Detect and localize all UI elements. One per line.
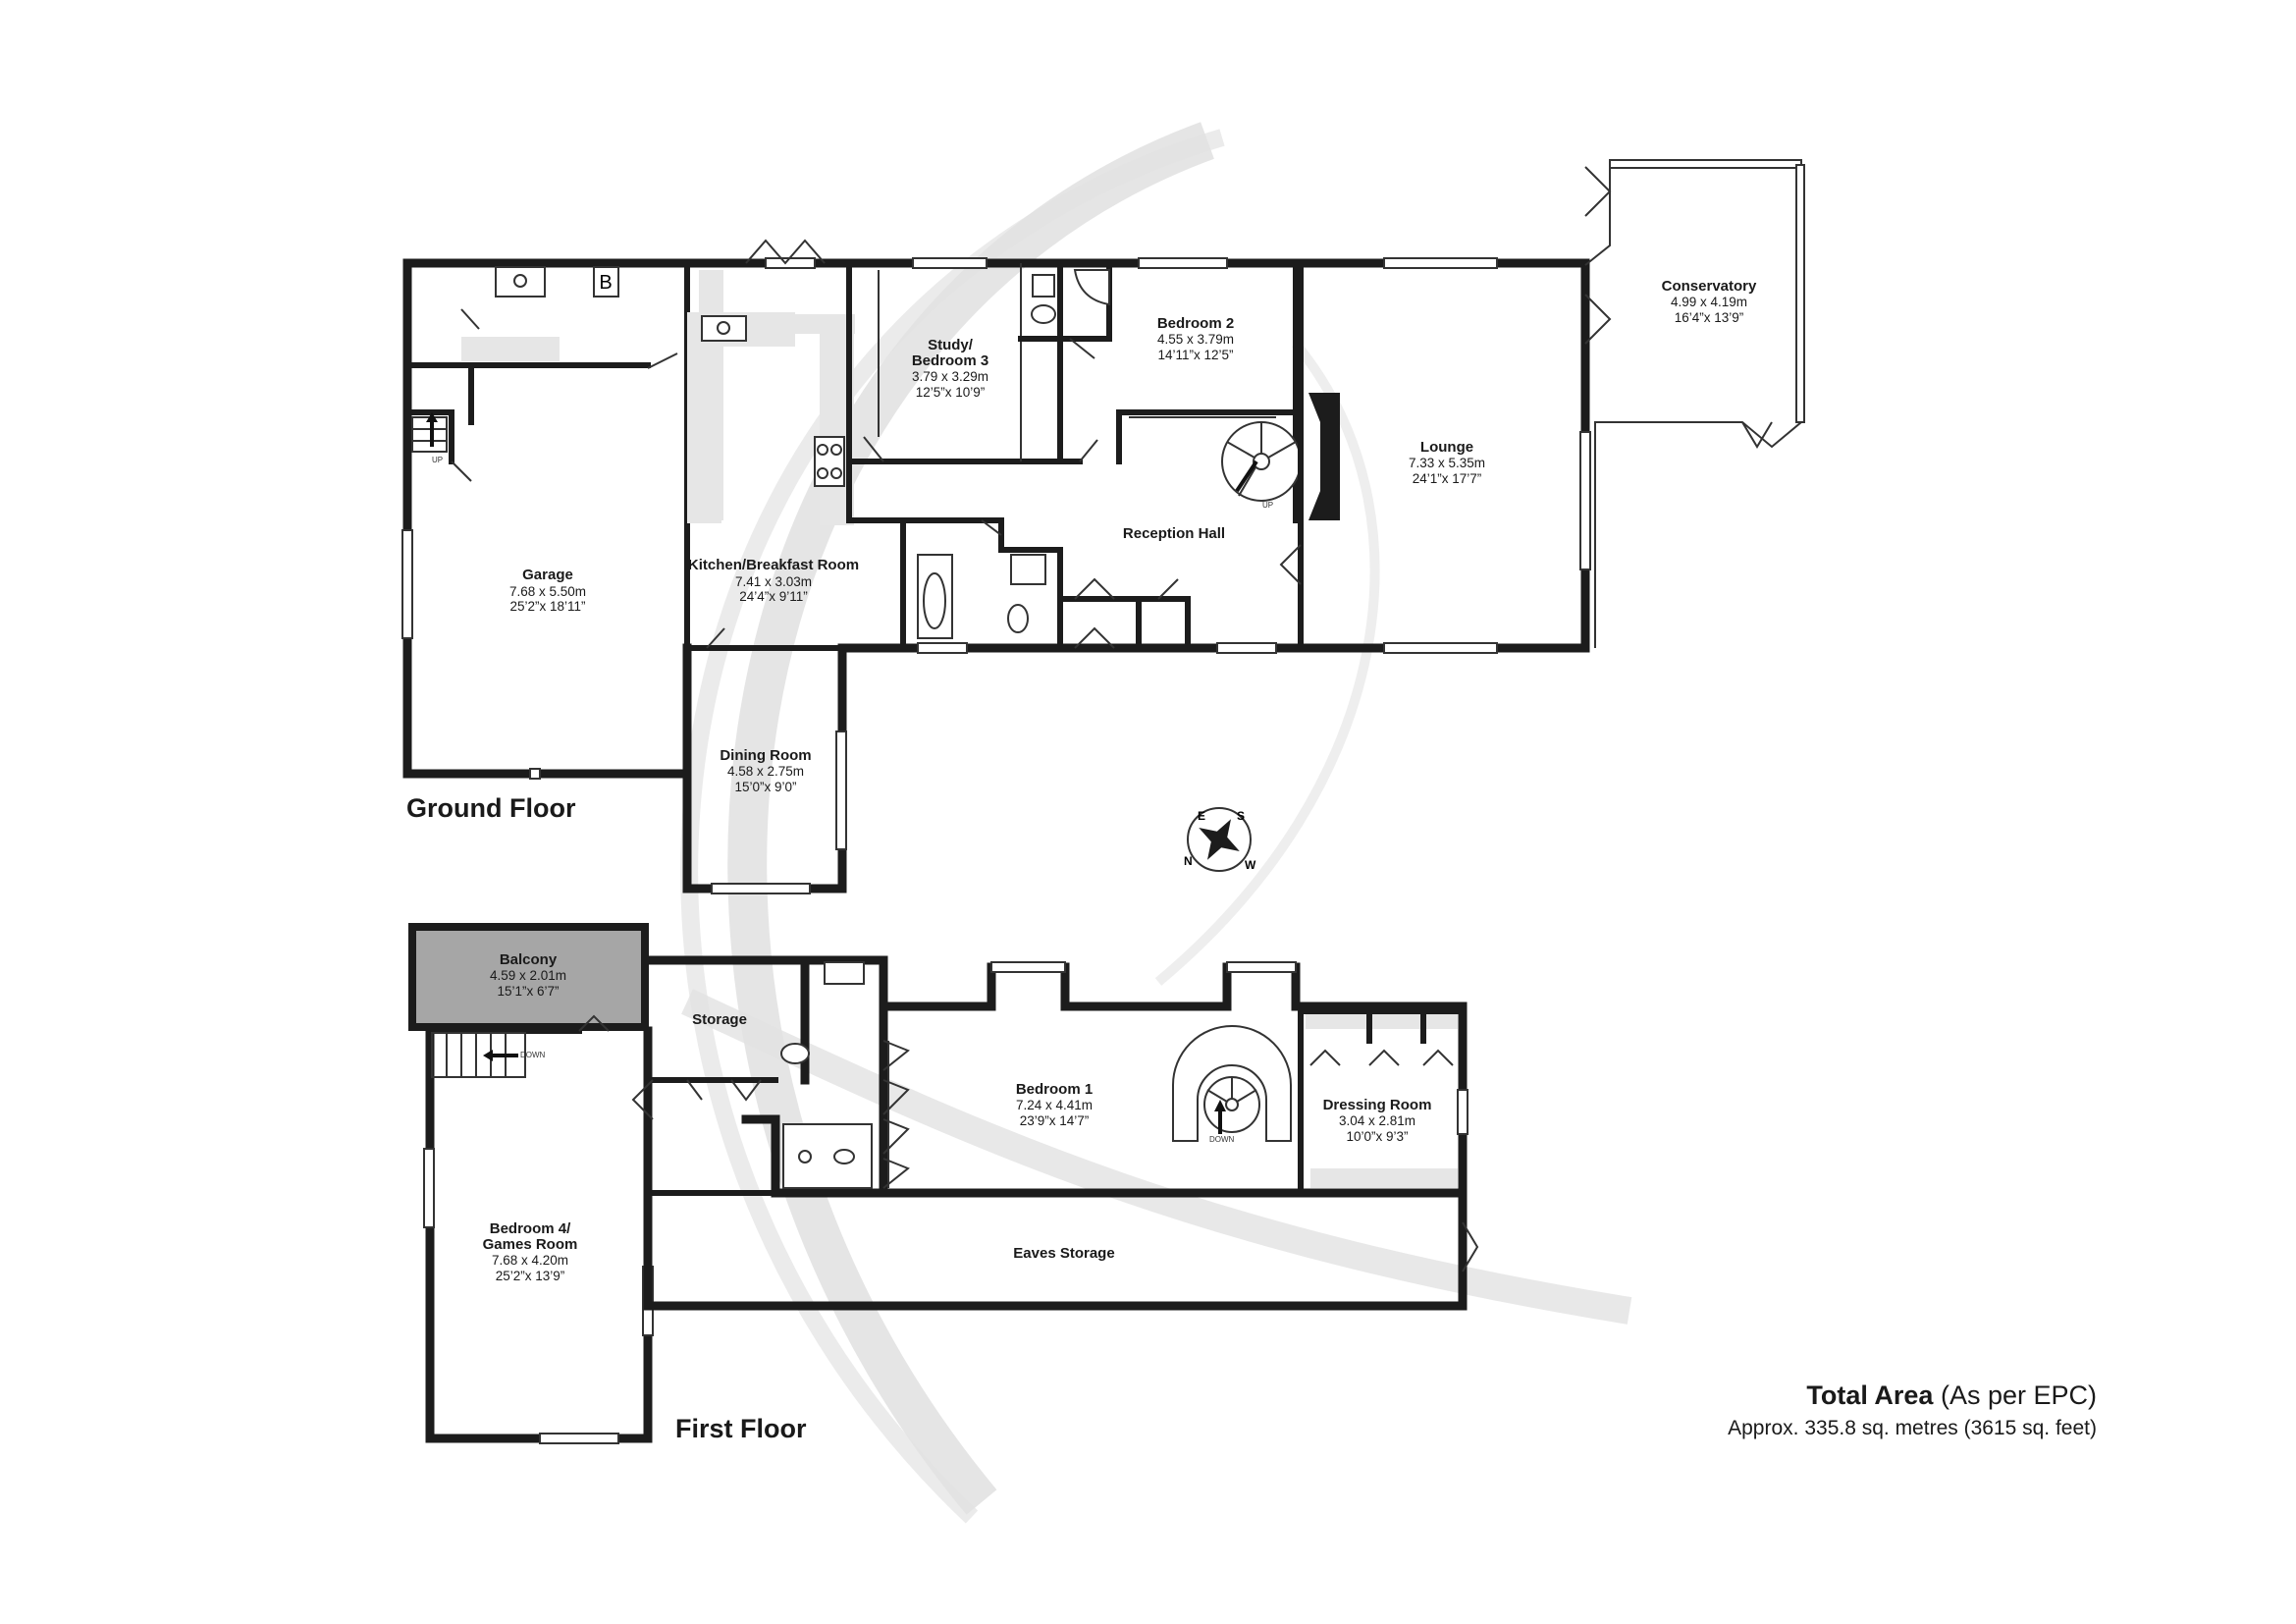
- kitchen-imperial: 24’4”x 9’11”: [739, 589, 808, 604]
- bedroom1-metric: 7.24 x 4.41m: [1016, 1098, 1093, 1112]
- total-area-block: Total Area (As per EPC) Approx. 335.8 sq…: [1728, 1380, 2097, 1440]
- garage-stairs-label: UP: [432, 456, 443, 464]
- kitchen-name: Kitchen/Breakfast Room: [688, 557, 859, 573]
- garage-name: Garage: [522, 567, 573, 583]
- dressing-metric: 3.04 x 2.81m: [1339, 1113, 1415, 1128]
- kitchen-metric: 7.41 x 3.03m: [735, 574, 812, 589]
- study-name-1: Study/: [928, 337, 974, 353]
- total-area-heading: Total Area (As per EPC): [1728, 1380, 2097, 1411]
- bedroom1-imperial: 23’9”x 14’7”: [1020, 1113, 1090, 1128]
- balcony-metric: 4.59 x 2.01m: [490, 968, 566, 983]
- first-floor-stairs: [431, 1032, 526, 1078]
- conservatory-imperial: 16’4”x 13’9”: [1675, 310, 1744, 325]
- reception-name: Reception Hall: [1123, 525, 1225, 542]
- garage-imperial: 25’2”x 18’11”: [509, 599, 585, 614]
- bedroom4-name-2: Games Room: [483, 1236, 578, 1253]
- bedroom1-name: Bedroom 1: [1016, 1081, 1093, 1098]
- garage-stairs: [411, 412, 448, 453]
- conservatory-name: Conservatory: [1662, 278, 1757, 295]
- conservatory-metric: 4.99 x 4.19m: [1671, 295, 1747, 309]
- balcony-imperial: 15’1”x 6’7”: [497, 984, 559, 999]
- room-labels: Garage 7.68 x 5.50m 25’2”x 18’11” Kitche…: [483, 278, 1757, 1283]
- total-area-title: Total Area: [1806, 1380, 1934, 1410]
- lounge-name: Lounge: [1420, 439, 1473, 456]
- compass-n: N: [1184, 854, 1193, 868]
- dressing-imperial: 10’0”x 9’3”: [1346, 1129, 1408, 1144]
- spiral-up-label: UP: [1262, 501, 1273, 510]
- first-floor-stairs-label: DOWN: [520, 1051, 546, 1059]
- dining-imperial: 15’0”x 9’0”: [734, 780, 796, 794]
- dining-name: Dining Room: [720, 747, 811, 764]
- compass-w: W: [1245, 858, 1256, 872]
- spiral-stair-first: [1172, 1025, 1292, 1142]
- storage-name: Storage: [692, 1011, 747, 1028]
- compass-s: S: [1237, 809, 1245, 823]
- ground-floor-plan: B UP: [401, 159, 1805, 894]
- bedroom4-name-1: Bedroom 4/: [490, 1220, 571, 1237]
- total-area-qualifier: (As per EPC): [1940, 1380, 2097, 1410]
- first-floor-title: First Floor: [675, 1414, 807, 1443]
- bedroom4-imperial: 25’2”x 13’9”: [496, 1269, 565, 1283]
- dressing-name: Dressing Room: [1323, 1097, 1432, 1113]
- bedroom2-metric: 4.55 x 3.79m: [1157, 332, 1234, 347]
- compass-rose: N E S W: [1184, 807, 1256, 872]
- garage-metric: 7.68 x 5.50m: [509, 584, 586, 599]
- spiral-stair-ground: [1221, 421, 1302, 502]
- eaves-name: Eaves Storage: [1013, 1245, 1114, 1262]
- study-name-2: Bedroom 3: [912, 352, 988, 369]
- bedroom2-imperial: 14’11”x 12’5”: [1157, 348, 1233, 362]
- total-area-approx: Approx. 335.8 sq. metres (3615 sq. feet): [1728, 1417, 2097, 1439]
- lounge-metric: 7.33 x 5.35m: [1409, 456, 1485, 470]
- bedroom2-name: Bedroom 2: [1157, 315, 1234, 332]
- ground-floor-title: Ground Floor: [406, 793, 576, 823]
- dining-metric: 4.58 x 2.75m: [727, 764, 804, 779]
- study-imperial: 12’5”x 10’9”: [916, 385, 986, 400]
- balcony-name: Balcony: [500, 951, 558, 968]
- compass-e: E: [1198, 809, 1205, 823]
- lounge-imperial: 24’1”x 17’7”: [1413, 471, 1482, 486]
- boiler-label: B: [599, 272, 612, 294]
- spiral-down-label: DOWN: [1209, 1135, 1235, 1144]
- first-floor-plan: DOWN: [408, 923, 1479, 1444]
- bedroom4-metric: 7.68 x 4.20m: [492, 1253, 568, 1268]
- study-metric: 3.79 x 3.29m: [912, 369, 988, 384]
